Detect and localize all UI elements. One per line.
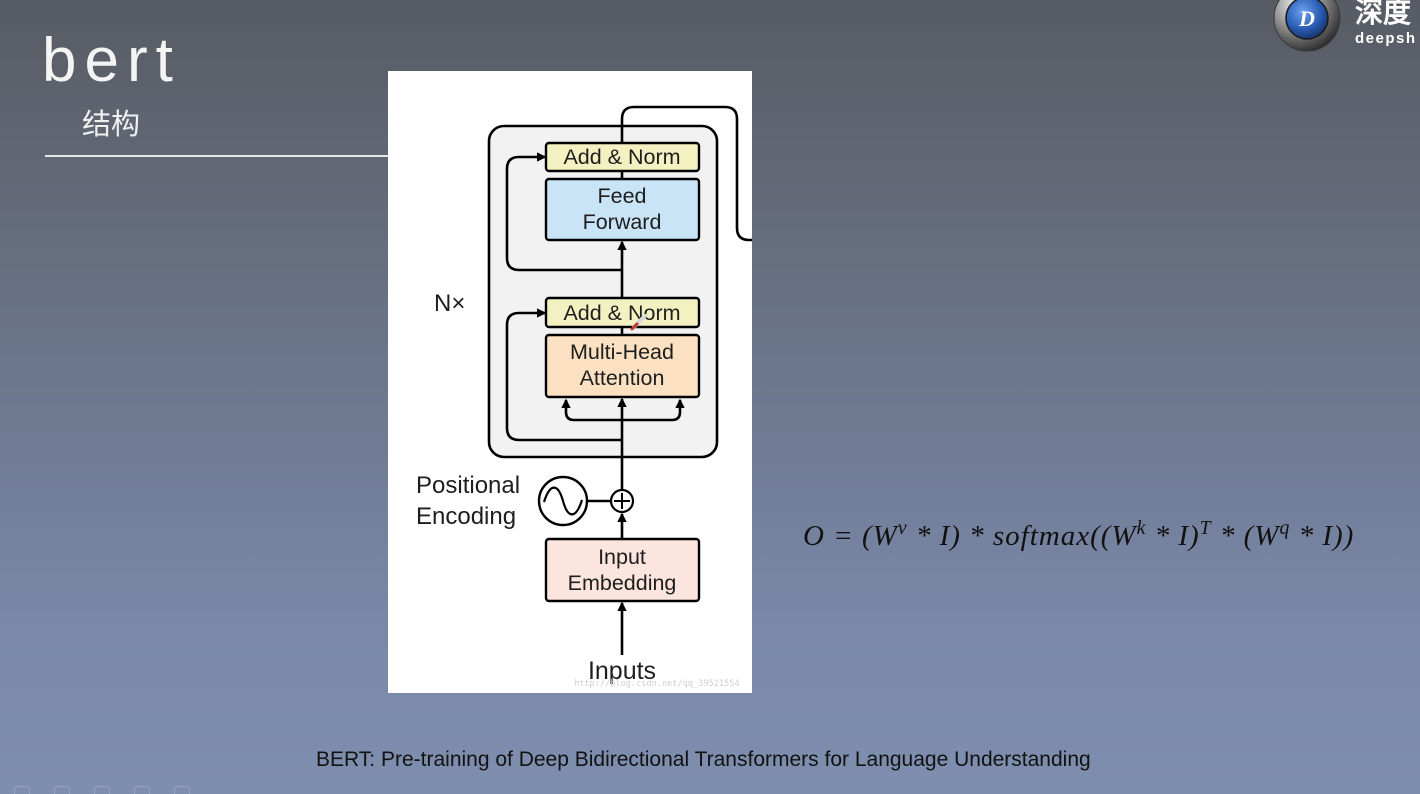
logo-letter: D bbox=[1298, 6, 1315, 31]
slide-subtitle: 结构 bbox=[82, 109, 141, 141]
add-norm-box-bottom bbox=[544, 296, 701, 329]
sine-wave-icon bbox=[542, 486, 584, 516]
add-norm-top-label: Add & Norm bbox=[563, 145, 680, 169]
title-divider bbox=[45, 155, 388, 157]
feed-forward-label-line1: Feed bbox=[597, 184, 646, 208]
feed-forward-box bbox=[544, 177, 701, 242]
formula-superscript: v bbox=[897, 517, 908, 540]
formula-part: * I) bbox=[1146, 520, 1200, 552]
formula-part: * I) * softmax((W bbox=[907, 520, 1137, 552]
logo-english-text: deepsh bbox=[1355, 30, 1417, 47]
feed-forward-label-line2: Forward bbox=[583, 210, 662, 234]
attention-label-line1: Multi-Head bbox=[570, 340, 674, 364]
presenter-toolbar bbox=[14, 786, 190, 794]
residual-feedforward-arrow bbox=[505, 152, 622, 272]
positional-encoding-label-line2: Encoding bbox=[416, 503, 516, 530]
formula-part: * I)) bbox=[1290, 520, 1355, 552]
paper-caption: BERT: Pre-training of Deep Bidirectional… bbox=[316, 748, 1091, 771]
multi-head-attention-box bbox=[544, 333, 701, 399]
logo-orb bbox=[1285, 0, 1329, 40]
residual-attention-arrow bbox=[505, 308, 622, 442]
slides-icon[interactable] bbox=[14, 786, 30, 794]
formula-part: * (W bbox=[1211, 520, 1280, 552]
zoom-icon[interactable] bbox=[94, 786, 110, 794]
attention-formula: O = (Wv * I) * softmax((Wk * I)T * (Wq *… bbox=[803, 518, 1355, 552]
encoder-output-line bbox=[620, 105, 752, 242]
image-watermark: http://blog.csdn.net/qq_39521554 bbox=[574, 679, 740, 689]
formula-superscript: q bbox=[1279, 517, 1291, 540]
pen-icon[interactable] bbox=[54, 786, 70, 794]
input-embedding-box bbox=[544, 537, 701, 603]
repeat-count-label: N× bbox=[434, 290, 465, 317]
deepshare-logo: D 深度 deepsh bbox=[1270, 0, 1420, 56]
transformer-encoder-diagram: Add & Norm Feed Forward Add & Norm Multi… bbox=[416, 105, 752, 689]
pen-pointer-icon bbox=[630, 314, 647, 331]
formula-superscript: k bbox=[1136, 517, 1147, 540]
transformer-diagram-panel: Add & Norm Feed Forward Add & Norm Multi… bbox=[388, 71, 752, 693]
inputs-label: Inputs bbox=[588, 657, 656, 685]
slide-title: bert bbox=[42, 26, 181, 95]
input-embedding-label-line1: Input bbox=[598, 545, 646, 569]
attention-label-line2: Attention bbox=[580, 366, 665, 390]
pointer-icon[interactable] bbox=[134, 786, 150, 794]
formula-superscript: T bbox=[1199, 517, 1212, 540]
input-embedding-label-line2: Embedding bbox=[568, 571, 677, 595]
query-branch-arrow bbox=[561, 398, 622, 422]
add-norm-box-top bbox=[544, 141, 701, 173]
formula-part: O = (W bbox=[803, 520, 898, 552]
logo-chinese-text: 深度 bbox=[1355, 0, 1412, 29]
more-icon[interactable] bbox=[174, 786, 190, 794]
add-norm-bottom-label: Add & Norm bbox=[563, 301, 680, 325]
encoder-block bbox=[487, 124, 719, 459]
plus-icon bbox=[614, 493, 630, 509]
key-branch-arrow bbox=[622, 398, 685, 422]
positional-encoding-label-line1: Positional bbox=[416, 472, 520, 499]
deepshare-logo-icon: D bbox=[1273, 0, 1341, 52]
